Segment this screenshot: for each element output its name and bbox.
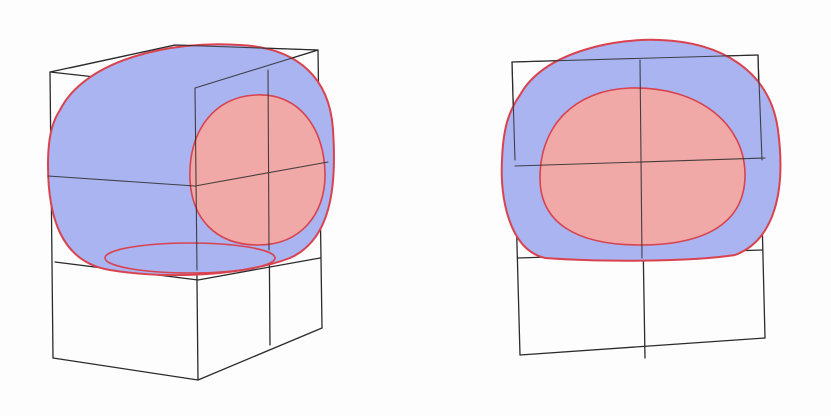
left-box-left-edge [49,71,54,359]
right-overlay-top-line [511,54,759,63]
left-box-bottom-line [52,327,323,381]
front-view-figure [500,38,782,359]
left-overlay-lines [47,44,329,271]
right-overlay-lines [511,54,766,259]
left-overlay-top-face [69,44,319,89]
left-overlay-side-center [267,69,270,251]
right-face-plane-circle [539,87,746,246]
right-overlay-left-edge [511,61,516,161]
right-overlay-center-line [639,59,643,259]
right-box-bottom-line [519,337,766,356]
right-overlay-mid-line [514,157,766,167]
left-overlay-mid-line [47,161,329,187]
three-quarter-view-figure [46,43,335,381]
left-side-plane-circle [189,94,326,246]
left-overlay-front-edge [194,87,198,271]
right-overlay-right-edge [757,54,763,161]
left-sphere-base-ellipse [104,242,276,274]
